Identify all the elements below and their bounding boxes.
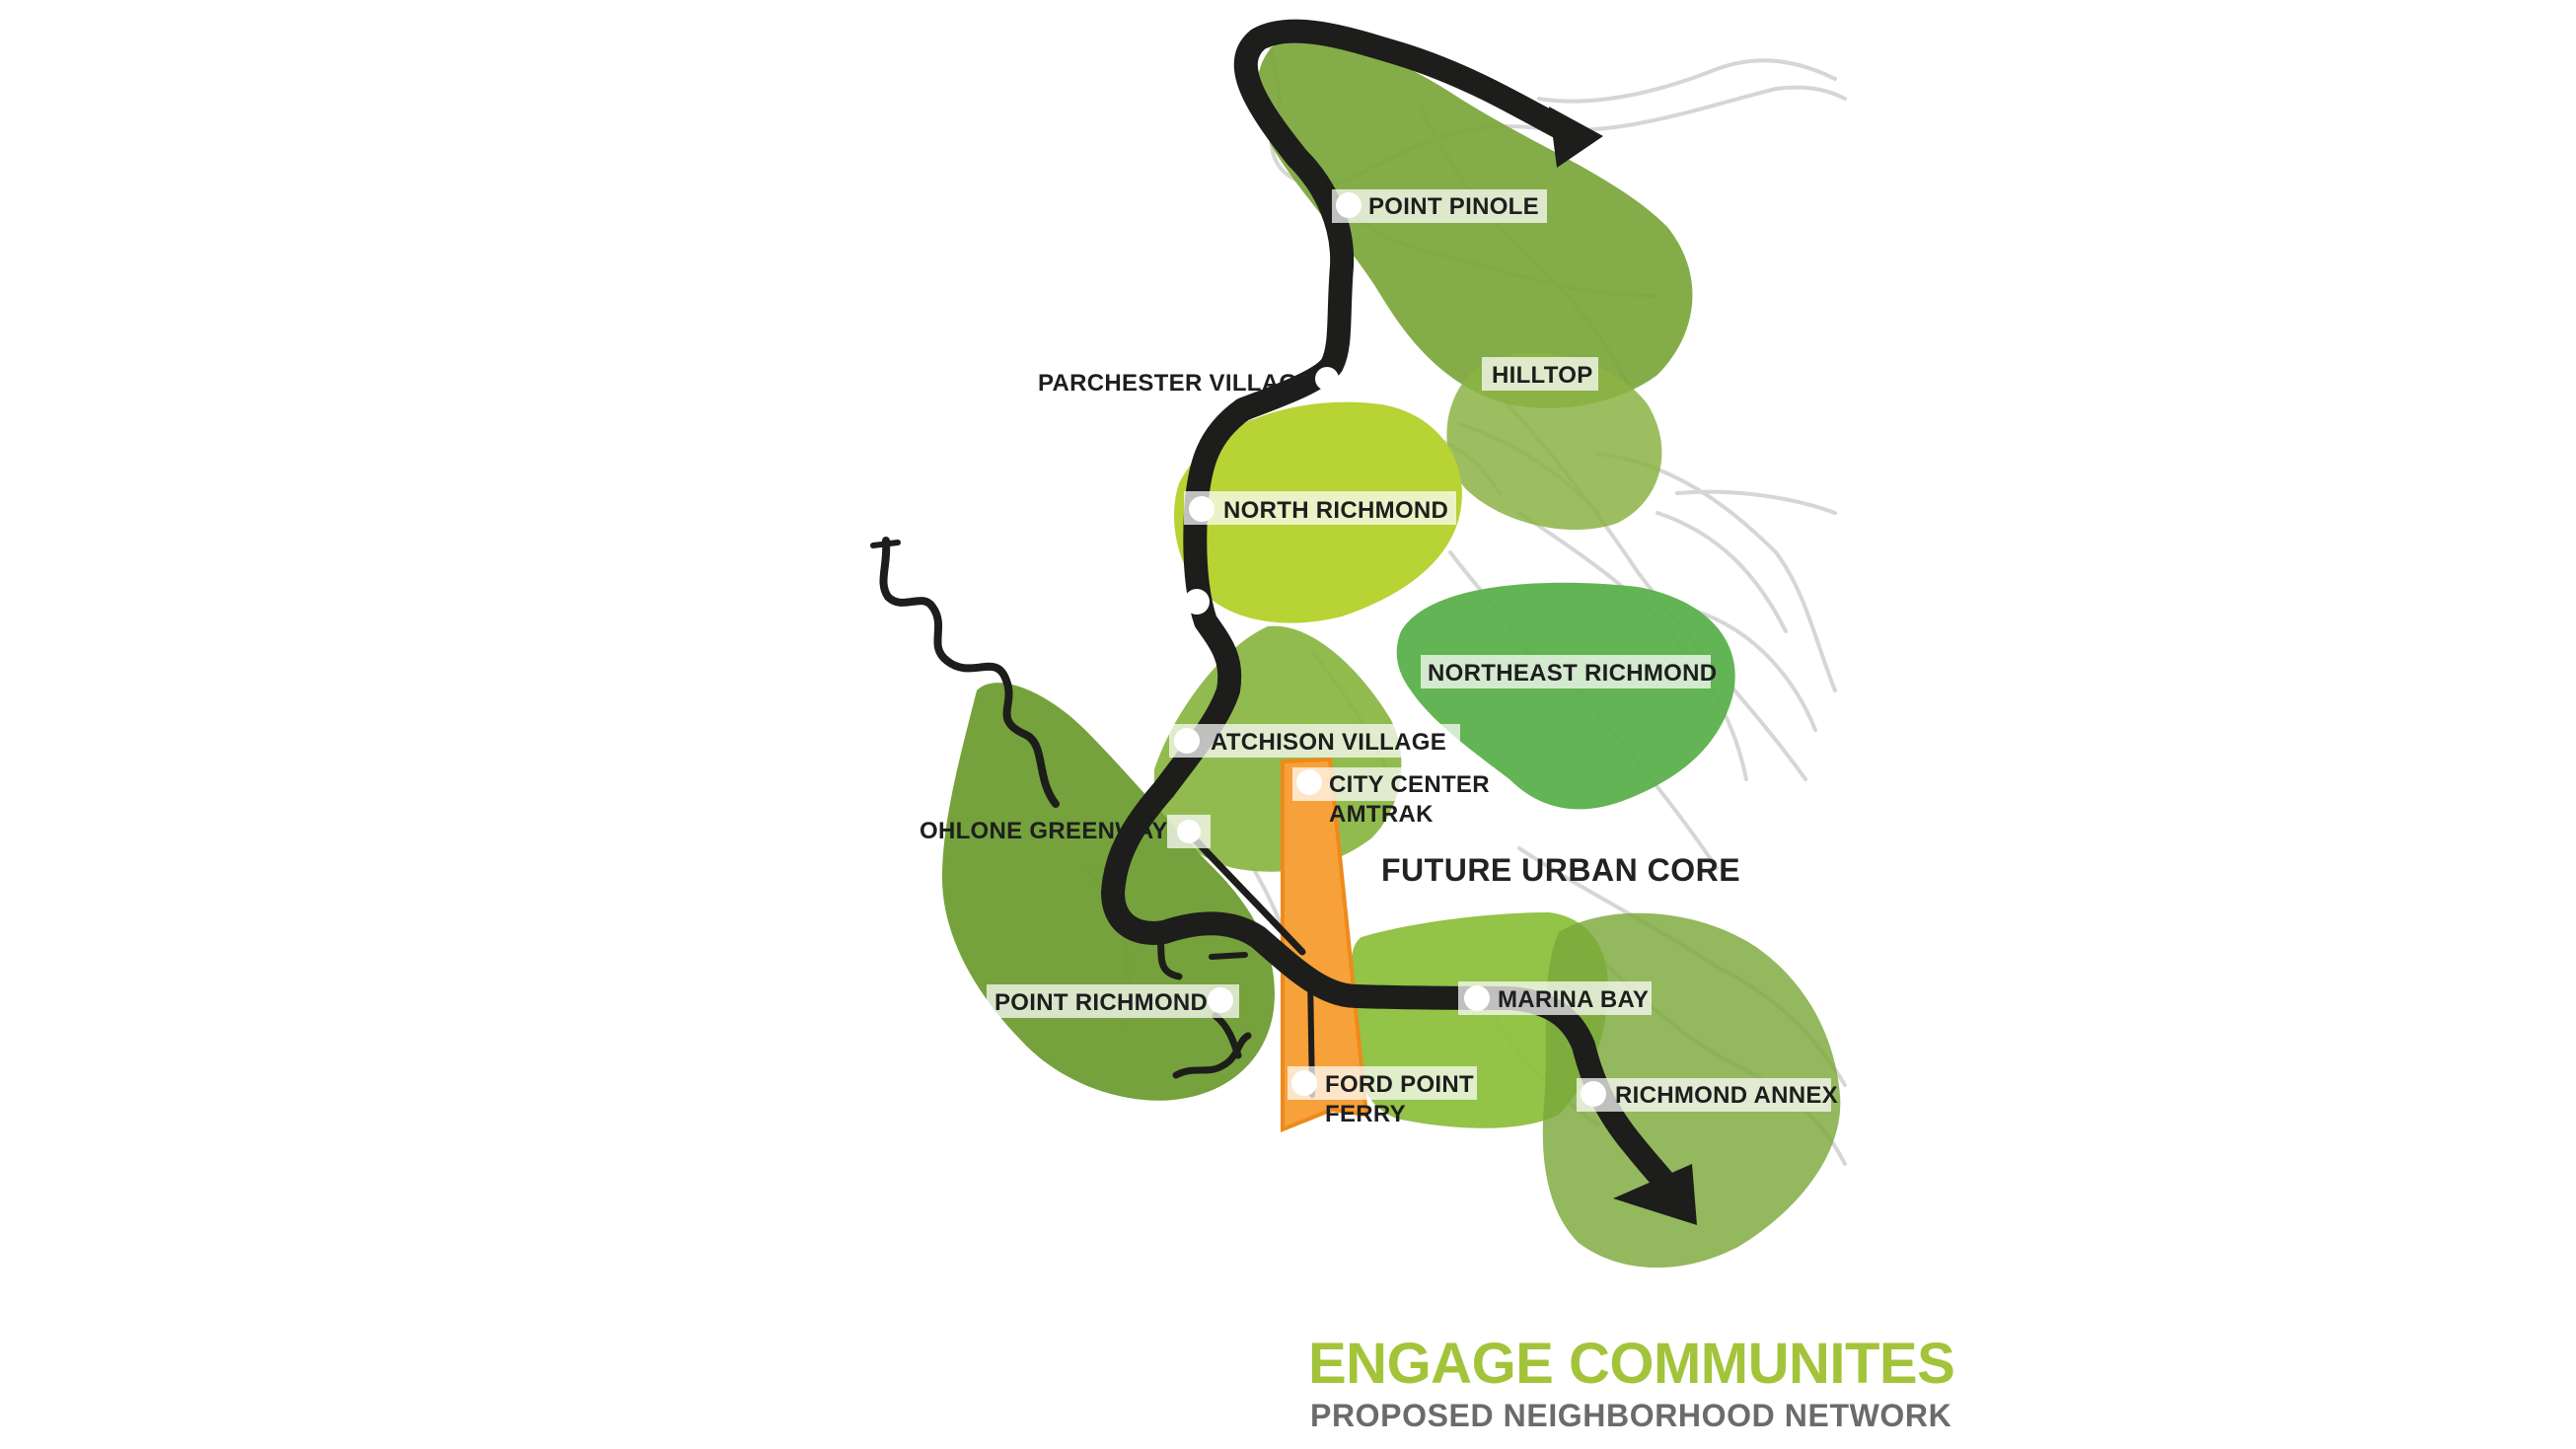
label-box	[1421, 655, 1711, 688]
station-label: PARCHESTER VILLAGE	[1038, 370, 1314, 397]
station-label-line2: FERRY	[1325, 1101, 1406, 1127]
station-atchison-village[interactable]: ATCHISON VILLAGE	[1169, 724, 1460, 758]
station-marker-icon	[1184, 589, 1210, 615]
label-box	[1184, 491, 1456, 525]
station-label: NORTH RICHMOND	[1223, 497, 1448, 524]
station-marker-icon	[1296, 769, 1322, 795]
route-arrow-north	[1549, 107, 1603, 168]
stations: POINT PINOLE HILLTOP PARCHESTER VILLAGE …	[920, 189, 1838, 1127]
station-parchester-village[interactable]: PARCHESTER VILLAGE	[1038, 367, 1339, 397]
zone-northeast-richmond	[1396, 582, 1735, 810]
future-urban-core-label: FUTURE URBAN CORE	[1381, 852, 1740, 888]
station-label: ATCHISON VILLAGE	[1211, 729, 1446, 756]
label-box	[1288, 1066, 1477, 1100]
station-hilltop[interactable]: HILLTOP	[1482, 357, 1598, 391]
station-marina-bay[interactable]: MARINA BAY	[1458, 981, 1652, 1015]
station-point-pinole[interactable]: POINT PINOLE	[1332, 189, 1547, 223]
station-ohlone-greenway[interactable]: OHLONE GREENWAY	[920, 815, 1211, 848]
map-subtitle: PROPOSED NEIGHBORHOOD NETWORK	[1310, 1398, 1951, 1433]
label-box	[1169, 724, 1460, 758]
station-marker-icon	[1208, 987, 1233, 1013]
route-arrow-south	[1613, 1164, 1697, 1225]
label-box	[1332, 189, 1547, 223]
station-label: OHLONE GREENWAY	[920, 818, 1168, 844]
station-north-richmond[interactable]: NORTH RICHMOND	[1184, 491, 1456, 525]
station-ford-point-ferry[interactable]: FORD POINT FERRY	[1288, 1066, 1477, 1127]
station-point-richmond[interactable]: POINT RICHMOND	[987, 984, 1239, 1018]
future-urban-core-zone	[1281, 757, 1369, 1132]
station-unnamed-stop[interactable]	[1184, 589, 1210, 615]
station-marker-icon	[1581, 1081, 1606, 1107]
station-label: RICHMOND ANNEX	[1615, 1082, 1838, 1109]
station-marker-icon	[1336, 192, 1362, 218]
station-marker-icon	[1315, 367, 1339, 391]
station-label: NORTHEAST RICHMOND	[1428, 660, 1717, 687]
station-marker-icon	[1189, 496, 1214, 522]
station-richmond-annex[interactable]: RICHMOND ANNEX	[1577, 1078, 1838, 1112]
station-marker-icon	[1174, 728, 1200, 754]
station-northeast-richmond[interactable]: NORTHEAST RICHMOND	[1421, 655, 1717, 688]
zone-hilltop	[1446, 352, 1662, 531]
label-box	[1577, 1078, 1831, 1112]
station-label: POINT RICHMOND	[994, 989, 1208, 1016]
station-city-center-amtrak[interactable]: CITY CENTER AMTRAK	[1292, 767, 1495, 828]
station-label: HILLTOP	[1492, 362, 1593, 389]
station-label: CITY CENTER	[1329, 771, 1490, 798]
station-marker-icon	[1464, 985, 1490, 1011]
label-box	[1482, 357, 1598, 391]
station-marker-icon	[1177, 820, 1201, 843]
station-label-line2: AMTRAK	[1329, 801, 1434, 828]
label-box	[987, 984, 1239, 1018]
station-label: MARINA BAY	[1498, 986, 1649, 1013]
station-label: FORD POINT	[1325, 1071, 1474, 1098]
station-marker-icon	[1291, 1070, 1317, 1096]
label-box	[1292, 767, 1495, 801]
station-label: POINT PINOLE	[1368, 193, 1539, 220]
map-title: ENGAGE COMMUNITES	[1308, 1332, 1954, 1396]
label-box	[1458, 981, 1652, 1015]
